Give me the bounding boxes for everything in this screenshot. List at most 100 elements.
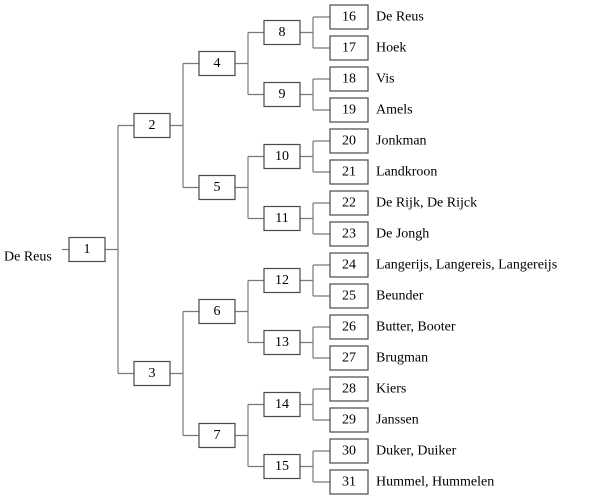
node-7-number: 7 (214, 428, 221, 443)
node-19-surname: Amels (376, 103, 413, 118)
node-20-box (329, 128, 369, 154)
connector-4 (235, 31, 264, 96)
node-6-number: 6 (214, 304, 221, 319)
node-22-number: 22 (342, 196, 356, 211)
node-23: 23 De Jongh (329, 221, 429, 247)
node-13-box (263, 329, 301, 356)
node-30-box (329, 438, 369, 464)
node-21-box (329, 159, 369, 185)
node-29-surname: Janssen (376, 413, 419, 428)
node-16-number: 16 (342, 10, 356, 25)
node-9-number: 9 (279, 87, 286, 102)
node-12-box (263, 267, 301, 294)
node-15-box (263, 453, 301, 480)
node-19-box (329, 97, 369, 123)
node-23-box (329, 221, 369, 247)
node-24-box (329, 252, 369, 278)
node-17-number: 17 (342, 41, 356, 56)
node-20-surname: Jonkman (376, 134, 427, 149)
connector-2 (170, 62, 199, 189)
node-31-number: 31 (342, 475, 356, 490)
connector-7 (235, 403, 264, 468)
node-25: 25 Beunder (329, 283, 424, 309)
node-28-surname: Kiers (376, 382, 406, 397)
node-27-box (329, 345, 369, 371)
node-25-surname: Beunder (376, 289, 424, 304)
node-11-box (263, 205, 301, 232)
connector-11 (300, 202, 330, 235)
node-1-box (68, 236, 106, 263)
node-16-box (329, 4, 369, 30)
node-12-number: 12 (275, 273, 289, 288)
node-9-box (263, 81, 301, 108)
node-30: 30 Duker, Duiker (329, 438, 457, 464)
node-14-number: 14 (275, 397, 289, 412)
node-7: 7 (198, 422, 236, 449)
node-10-number: 10 (275, 149, 289, 164)
node-7-box (198, 422, 236, 449)
node-28-box (329, 376, 369, 402)
node-21-surname: Landkroon (376, 165, 437, 180)
connector-13 (300, 326, 330, 359)
node-20-number: 20 (342, 134, 356, 149)
node-23-surname: De Jongh (376, 227, 429, 242)
root-name-label: De Reus (4, 250, 52, 265)
node-10-box (263, 143, 301, 170)
node-8-number: 8 (279, 25, 286, 40)
node-13-number: 13 (275, 335, 289, 350)
node-3: 3 (133, 360, 171, 387)
node-21-number: 21 (342, 165, 356, 180)
node-18-number: 18 (342, 72, 356, 87)
node-1-number: 1 (84, 242, 91, 257)
node-22-box (329, 190, 369, 216)
node-20: 20 Jonkman (329, 128, 427, 154)
node-24-number: 24 (342, 258, 356, 273)
connector-3 (170, 310, 199, 437)
node-19-number: 19 (342, 103, 356, 118)
node-5: 5 (198, 174, 236, 201)
connector-8 (300, 16, 330, 49)
node-22-surname: De Rijk, De Rijck (376, 196, 477, 211)
node-25-number: 25 (342, 289, 356, 304)
connector-lines (62, 16, 330, 483)
node-18-surname: Vis (376, 72, 395, 87)
node-26-box (329, 314, 369, 340)
node-30-number: 30 (342, 444, 356, 459)
node-1: 1 (68, 236, 106, 263)
node-11: 11 (263, 205, 301, 232)
connector-5 (235, 155, 264, 220)
node-5-number: 5 (214, 180, 221, 195)
node-8-box (263, 19, 301, 46)
node-23-number: 23 (342, 227, 356, 242)
node-8: 8 (263, 19, 301, 46)
node-17-surname: Hoek (376, 41, 406, 56)
node-27-surname: Brugman (376, 351, 428, 366)
connector-14 (300, 388, 330, 421)
node-21: 21 Landkroon (329, 159, 437, 185)
node-26-number: 26 (342, 320, 356, 335)
node-17: 17 Hoek (329, 35, 406, 61)
node-10: 10 (263, 143, 301, 170)
node-29-box (329, 407, 369, 433)
node-9: 9 (263, 81, 301, 108)
node-6-box (198, 298, 236, 325)
node-2: 2 (133, 112, 171, 139)
node-18: 18 Vis (329, 66, 395, 92)
connector-12 (300, 264, 330, 297)
node-14: 14 (263, 391, 301, 418)
node-4-box (198, 50, 236, 77)
node-30-surname: Duker, Duiker (376, 444, 457, 459)
node-2-number: 2 (149, 118, 156, 133)
node-3-box (133, 360, 171, 387)
node-6: 6 (198, 298, 236, 325)
connector-10 (300, 140, 330, 173)
node-13: 13 (263, 329, 301, 356)
